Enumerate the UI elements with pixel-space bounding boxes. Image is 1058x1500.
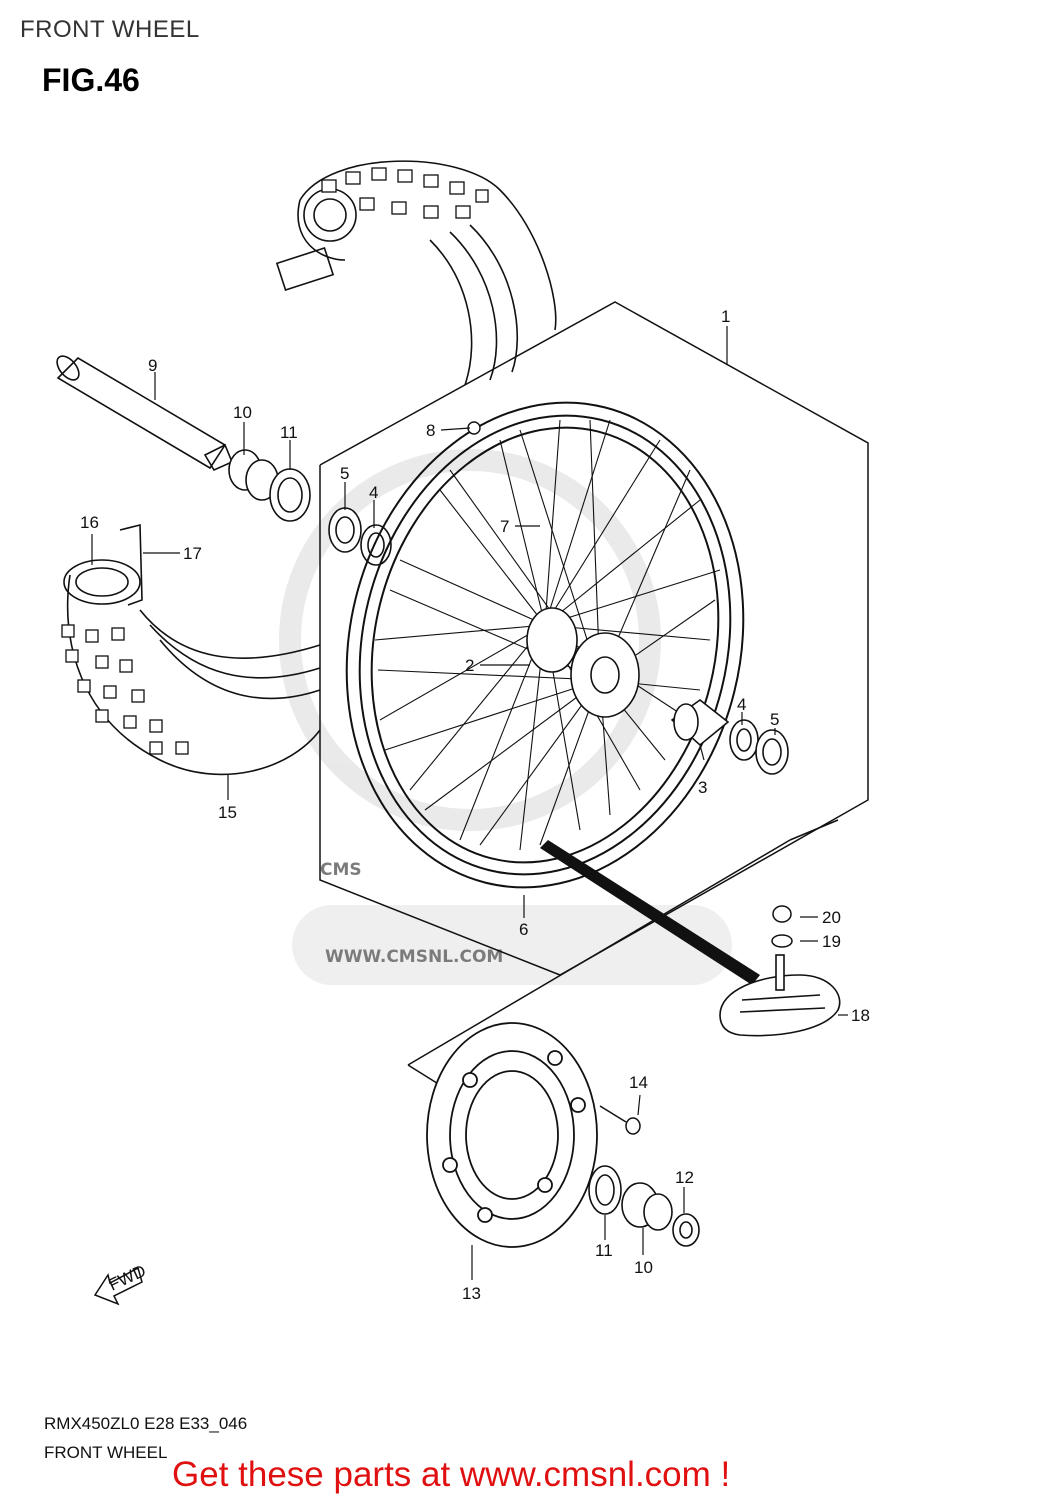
callout-2: 2 bbox=[465, 656, 474, 675]
callout-14: 14 bbox=[629, 1073, 648, 1092]
rim-lock-washer bbox=[771, 934, 793, 948]
bearing-left bbox=[360, 524, 392, 566]
watermark-text: WWW.CMSNL.COM bbox=[325, 947, 503, 967]
page-header-title: FRONT WHEEL bbox=[20, 16, 200, 43]
callout-17: 17 bbox=[183, 544, 202, 563]
callout-1: 1 bbox=[721, 307, 730, 326]
rim-band bbox=[540, 840, 760, 985]
diagram-code: RMX450ZL0 E28 E33_046 bbox=[44, 1414, 248, 1433]
callout-18: 18 bbox=[851, 1006, 870, 1025]
callout-19: 19 bbox=[822, 932, 841, 951]
footer-title: FRONT WHEEL bbox=[44, 1443, 168, 1462]
callout-9: 9 bbox=[148, 356, 157, 375]
callout-8: 8 bbox=[426, 421, 435, 440]
callout-11-right: 11 bbox=[595, 1241, 613, 1260]
get-parts-link[interactable]: Get these parts at www.cmsnl.com ! bbox=[172, 1455, 731, 1494]
callout-7: 7 bbox=[500, 517, 509, 536]
disc-bolt bbox=[599, 1105, 641, 1135]
group-frame bbox=[319, 301, 869, 976]
collar-right bbox=[621, 1182, 673, 1231]
tire-upper-knobs bbox=[321, 167, 489, 219]
callout-4-left: 4 bbox=[369, 483, 378, 502]
rim-lock bbox=[719, 954, 841, 1037]
callout-5-right: 5 bbox=[770, 710, 779, 729]
brake-disc bbox=[426, 1022, 598, 1248]
callout-5-left: 5 bbox=[340, 464, 349, 483]
callout-16: 16 bbox=[80, 513, 99, 532]
figure-label: FIG.46 bbox=[42, 62, 140, 98]
callout-4-right: 4 bbox=[737, 695, 746, 714]
seal-left bbox=[269, 468, 311, 522]
callout-10-right: 10 bbox=[634, 1258, 653, 1277]
callout-6: 6 bbox=[519, 920, 528, 939]
fwd-arrow-icon: FWD bbox=[93, 1261, 149, 1306]
tire-upper bbox=[275, 160, 557, 386]
leader-lines bbox=[91, 326, 848, 1280]
callout-20: 20 bbox=[822, 908, 841, 927]
wheel-rim bbox=[345, 401, 745, 889]
oil-seal-right bbox=[755, 729, 789, 775]
watermark: CMS WWW.CMSNL.COM bbox=[279, 449, 732, 985]
callout-15: 15 bbox=[218, 803, 237, 822]
callouts: 1 2 3 4 4 5 5 6 7 8 9 10 10 11 11 12 13 … bbox=[80, 307, 870, 1303]
callout-10-left: 10 bbox=[233, 403, 252, 422]
wheel-hub bbox=[526, 607, 640, 718]
axle-nut bbox=[672, 1213, 700, 1247]
callout-3: 3 bbox=[698, 778, 707, 797]
seal-right bbox=[588, 1165, 622, 1215]
axle bbox=[56, 355, 234, 472]
watermark-logo: CMS bbox=[320, 860, 362, 880]
rim-lock-nut bbox=[772, 905, 792, 923]
spacer-right bbox=[670, 699, 730, 747]
oil-seal-left bbox=[328, 507, 362, 553]
tire-lower-knobs bbox=[61, 624, 189, 755]
callout-13: 13 bbox=[462, 1284, 481, 1303]
callout-11-left: 11 bbox=[280, 423, 298, 442]
bearing-right bbox=[729, 719, 759, 761]
callout-12: 12 bbox=[675, 1168, 694, 1187]
